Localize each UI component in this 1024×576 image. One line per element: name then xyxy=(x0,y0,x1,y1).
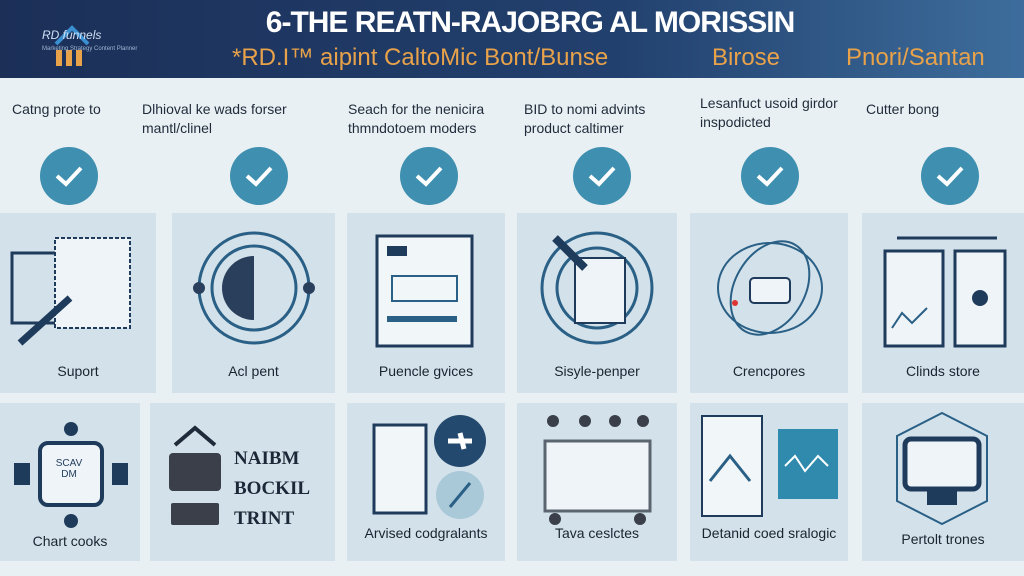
document-icon xyxy=(375,234,474,348)
card-chart-cooks[interactable]: SCAV DM Chart cooks xyxy=(0,403,140,561)
logo-subtext: Marketing Strategy Content Planner xyxy=(42,46,138,52)
id-badges-icon xyxy=(883,236,1007,348)
card-pertolt[interactable]: Pertolt trones xyxy=(862,403,1024,561)
card-sisyle-penper[interactable]: Sisyle-penper xyxy=(517,213,677,393)
chip-network-icon xyxy=(14,422,128,528)
circular-device-icon xyxy=(540,231,654,345)
report-chart-icon xyxy=(701,415,838,517)
naibm-line: NAIBM xyxy=(234,448,300,469)
checkmark-icon xyxy=(40,147,98,205)
meeting-table-icon xyxy=(543,415,652,525)
network-globe-icon xyxy=(717,240,823,336)
step-label: Seach for the nenicira thmndotoem moders xyxy=(348,101,485,136)
subtitle-3: Pnori/Santan xyxy=(846,44,985,71)
subtitle-1: *RD.I™ aipint CaltoMic Bont/Bunse xyxy=(232,44,609,71)
card-tava[interactable]: Tava ceslctes xyxy=(517,403,677,561)
chip-text: SCAV DM xyxy=(55,458,83,480)
printer-icon xyxy=(169,425,221,525)
header-banner: RD funnels Marketing Strategy Content Pl… xyxy=(0,0,1024,78)
tablet-tools-icon xyxy=(372,415,486,519)
step-label: Cutter bong xyxy=(866,101,940,117)
card-clinds-store[interactable]: Clinds store xyxy=(862,213,1024,393)
card-label: Pertolt trones xyxy=(901,531,985,547)
card-arvised[interactable]: Arvised codgralants xyxy=(347,403,505,561)
card-label: Suport xyxy=(57,363,99,379)
step-label: Dlhioval ke wads forser mantl/clinel xyxy=(142,101,287,136)
step-label: Catng prote to xyxy=(12,101,101,117)
house-logo-icon xyxy=(54,25,90,66)
card-naibm[interactable]: NAIBM BOCKIL TRINT xyxy=(150,403,335,561)
card-label: Tava ceslctes xyxy=(554,525,640,541)
step-label: Lesanfuct usoid girdor inspodicted xyxy=(700,95,838,130)
step-label: BID to nomi advints product caltimer xyxy=(524,101,646,136)
card-label: Chart cooks xyxy=(32,533,108,549)
card-label: Detanid coed sralogic xyxy=(701,525,837,541)
card-puencle-gvices[interactable]: Puencle gvices xyxy=(347,213,505,393)
page-title: 6-THE REATN-RAJOBRG AL MORISSIN xyxy=(265,6,795,39)
circular-building-icon xyxy=(193,231,315,345)
card-crencpores[interactable]: Crencpores xyxy=(690,213,848,393)
card-label: Crencpores xyxy=(732,363,806,379)
document-wrench-icon xyxy=(10,237,131,346)
bockil-line: BOCKIL xyxy=(234,478,311,499)
checkmark-icon xyxy=(573,147,631,205)
card-label: Sisyle-penper xyxy=(554,363,640,379)
checkmark-icon xyxy=(400,147,458,205)
checkmark-icon xyxy=(921,147,979,205)
card-acl-pent[interactable]: Acl pent xyxy=(172,213,335,393)
card-label: Acl pent xyxy=(228,363,279,379)
card-label: Clinds store xyxy=(906,363,980,379)
checkmark-icon xyxy=(741,147,799,205)
checkmark-icon xyxy=(230,147,288,205)
card-label: Arvised codgralants xyxy=(364,525,488,541)
monitor-icon xyxy=(896,411,988,526)
subtitle-2: Birose xyxy=(712,44,781,71)
card-detanid[interactable]: Detanid coed sralogic xyxy=(690,403,848,561)
card-label: Puencle gvices xyxy=(378,363,474,379)
trint-line: TRINT xyxy=(234,508,295,529)
logo-text: RD funnels xyxy=(42,28,102,42)
card-support[interactable]: Suport xyxy=(0,213,156,393)
